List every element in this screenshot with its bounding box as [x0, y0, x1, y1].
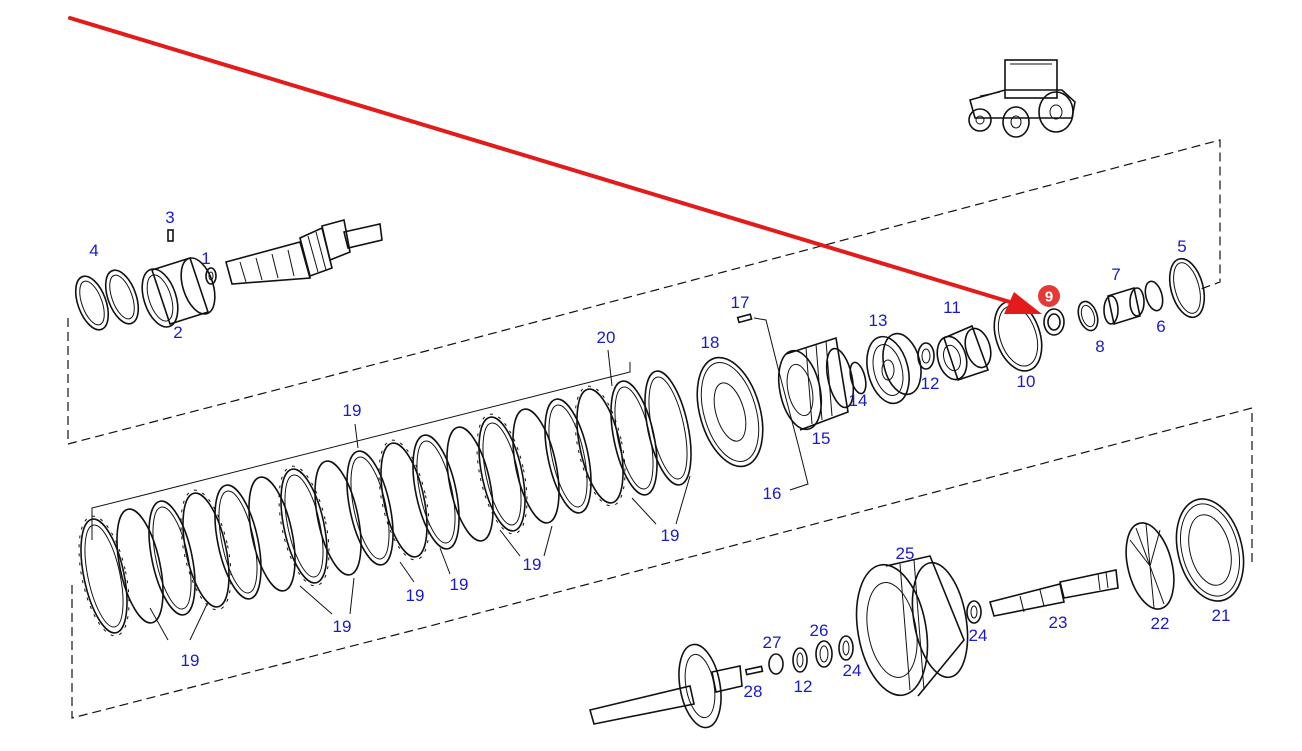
- drum-25: [855, 555, 969, 697]
- part-label-19f[interactable]: 19: [523, 555, 542, 574]
- shaft-23: [989, 569, 1119, 617]
- part-label-6[interactable]: 6: [1156, 317, 1165, 336]
- pin-3: [167, 229, 174, 242]
- part-label-15[interactable]: 15: [812, 429, 831, 448]
- highlight-badge-9[interactable]: 9: [1038, 285, 1060, 307]
- part-label-19e[interactable]: 19: [450, 575, 469, 594]
- pin-28: [744, 665, 764, 676]
- upper-group-outline: [67, 139, 1221, 445]
- tractor-icon: [968, 59, 1076, 138]
- ring-4b: [104, 269, 140, 325]
- part-label-7[interactable]: 7: [1111, 265, 1120, 284]
- pointer-arrow: [68, 16, 1042, 314]
- washer-12b: [792, 647, 808, 673]
- washer-24b: [966, 600, 982, 624]
- sleeve-2: [141, 257, 216, 328]
- part-label-28[interactable]: 28: [744, 682, 763, 701]
- part-label-8[interactable]: 8: [1095, 337, 1104, 356]
- part-label-4[interactable]: 4: [89, 241, 98, 260]
- clutch-pack: [78, 349, 692, 641]
- part-label-20[interactable]: 20: [597, 328, 616, 347]
- ring-4a: [74, 275, 110, 331]
- part-label-17[interactable]: 17: [731, 293, 750, 312]
- pin-17: [736, 313, 753, 324]
- part-label-19c[interactable]: 19: [333, 617, 352, 636]
- highlight-badge-label: 9: [1045, 289, 1053, 306]
- part-label-26[interactable]: 26: [810, 621, 829, 640]
- output-shaft-left: [589, 643, 743, 729]
- part-label-5[interactable]: 5: [1177, 237, 1186, 256]
- washer-26: [815, 640, 833, 668]
- washer-24a: [838, 635, 854, 661]
- part-label-11[interactable]: 11: [943, 298, 961, 317]
- part-label-24b[interactable]: 24: [843, 661, 862, 680]
- washer-1: [205, 267, 217, 285]
- part-label-16[interactable]: 16: [763, 484, 782, 503]
- part-label-2[interactable]: 2: [173, 323, 182, 342]
- part-label-12b[interactable]: 12: [794, 677, 813, 696]
- ring-21: [1175, 498, 1245, 602]
- snap-ring-14: [849, 361, 867, 395]
- part-label-1[interactable]: 1: [201, 249, 210, 268]
- part-label-21[interactable]: 21: [1212, 606, 1231, 625]
- part-label-24a[interactable]: 24: [969, 626, 988, 645]
- part-label-19b[interactable]: 19: [181, 651, 200, 670]
- part-label-13[interactable]: 13: [869, 311, 888, 330]
- part-labels: 1 2 3 4 5 6 7 8 10 11 12 12 13 14 15 16 …: [89, 208, 1230, 701]
- part-label-12a[interactable]: 12: [921, 374, 940, 393]
- bearing-9: [1043, 308, 1065, 336]
- part-label-19a[interactable]: 19: [343, 401, 362, 420]
- snap-ring-6: [1144, 280, 1164, 312]
- ring-5: [1168, 257, 1206, 319]
- part-label-14[interactable]: 14: [849, 391, 868, 410]
- disc-22: [1125, 522, 1175, 610]
- carrier-11: [936, 324, 992, 382]
- part-label-18[interactable]: 18: [701, 333, 720, 352]
- hub-13: [866, 332, 922, 405]
- part-label-27[interactable]: 27: [763, 633, 782, 652]
- bearing-27: [768, 653, 784, 675]
- part-label-3[interactable]: 3: [165, 208, 174, 227]
- disc-18: [696, 356, 764, 468]
- input-shaft: [225, 218, 383, 285]
- gear-hub-15: [777, 336, 855, 431]
- part-label-25[interactable]: 25: [896, 544, 915, 563]
- part-label-19d[interactable]: 19: [406, 586, 425, 605]
- ring-8: [1077, 300, 1099, 332]
- part-label-19g[interactable]: 19: [661, 526, 680, 545]
- part-label-23[interactable]: 23: [1049, 613, 1068, 632]
- lower-group-outline: [71, 407, 1253, 719]
- bushing-7: [1103, 286, 1145, 326]
- part-label-10[interactable]: 10: [1017, 372, 1036, 391]
- part-label-22[interactable]: 22: [1151, 614, 1170, 633]
